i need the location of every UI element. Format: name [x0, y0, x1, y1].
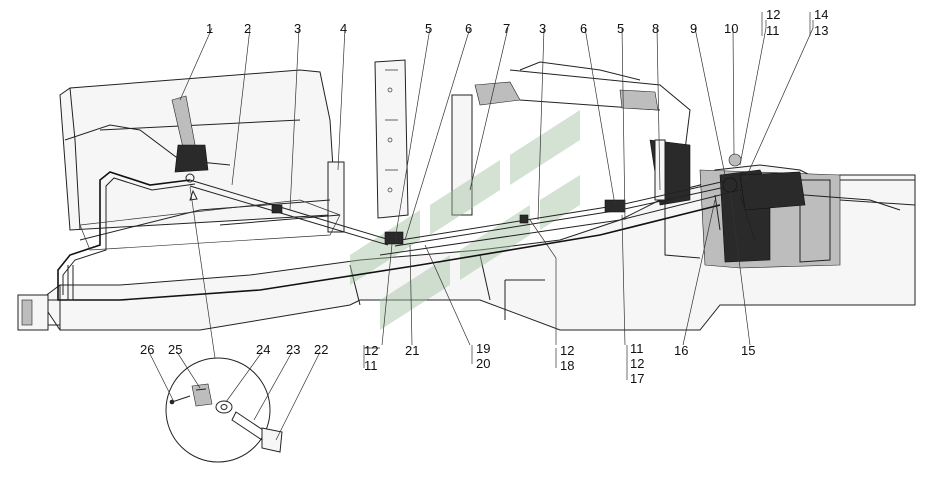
- callout-labels: 1 2 3 4 5 6 7 3 6 5 8 9 10 12 11 14 13 1…: [140, 7, 828, 386]
- callout-3-right: 3: [539, 21, 546, 36]
- callout-20: 20: [476, 356, 490, 371]
- callout-8: 8: [652, 21, 659, 36]
- callout-12-mid: 12: [560, 343, 574, 358]
- green-logo-watermark: [350, 110, 580, 330]
- callout-3: 3: [294, 21, 301, 36]
- callout-15: 15: [741, 343, 755, 358]
- callout-11-left: 11: [364, 358, 378, 373]
- leader-lines: [148, 12, 814, 441]
- callout-12-mid2: 12: [630, 356, 644, 371]
- callout-6-right: 6: [580, 21, 587, 36]
- callout-6: 6: [465, 21, 472, 36]
- callout-1: 1: [206, 21, 213, 36]
- hydraulic-pipes: [57, 171, 901, 301]
- detail-inset: [165, 186, 283, 463]
- callout-16: 16: [674, 343, 688, 358]
- callout-9: 9: [690, 21, 697, 36]
- callout-5: 5: [425, 21, 432, 36]
- callout-5-right: 5: [617, 21, 624, 36]
- callout-4: 4: [340, 21, 347, 36]
- callout-17: 17: [630, 371, 644, 386]
- callout-2: 2: [244, 21, 251, 36]
- callout-12-top: 12: [766, 7, 780, 22]
- control-valve-assembly: [714, 153, 806, 241]
- callout-23: 23: [286, 342, 300, 357]
- callout-21: 21: [405, 343, 419, 358]
- callout-22: 22: [314, 342, 328, 357]
- callout-13: 13: [814, 23, 828, 38]
- callout-10: 10: [724, 21, 738, 36]
- callout-11-mid: 11: [630, 341, 644, 356]
- callout-14: 14: [814, 7, 828, 22]
- callout-26: 26: [140, 342, 154, 357]
- callout-12-left: 12: [364, 343, 378, 358]
- link-rod: [189, 179, 731, 247]
- callout-19: 19: [476, 341, 490, 356]
- callout-24: 24: [256, 342, 270, 357]
- callout-18: 18: [560, 358, 574, 373]
- callout-25: 25: [168, 342, 182, 357]
- callout-11-top: 11: [766, 23, 780, 38]
- callout-7: 7: [503, 21, 510, 36]
- control-lever: [171, 95, 209, 183]
